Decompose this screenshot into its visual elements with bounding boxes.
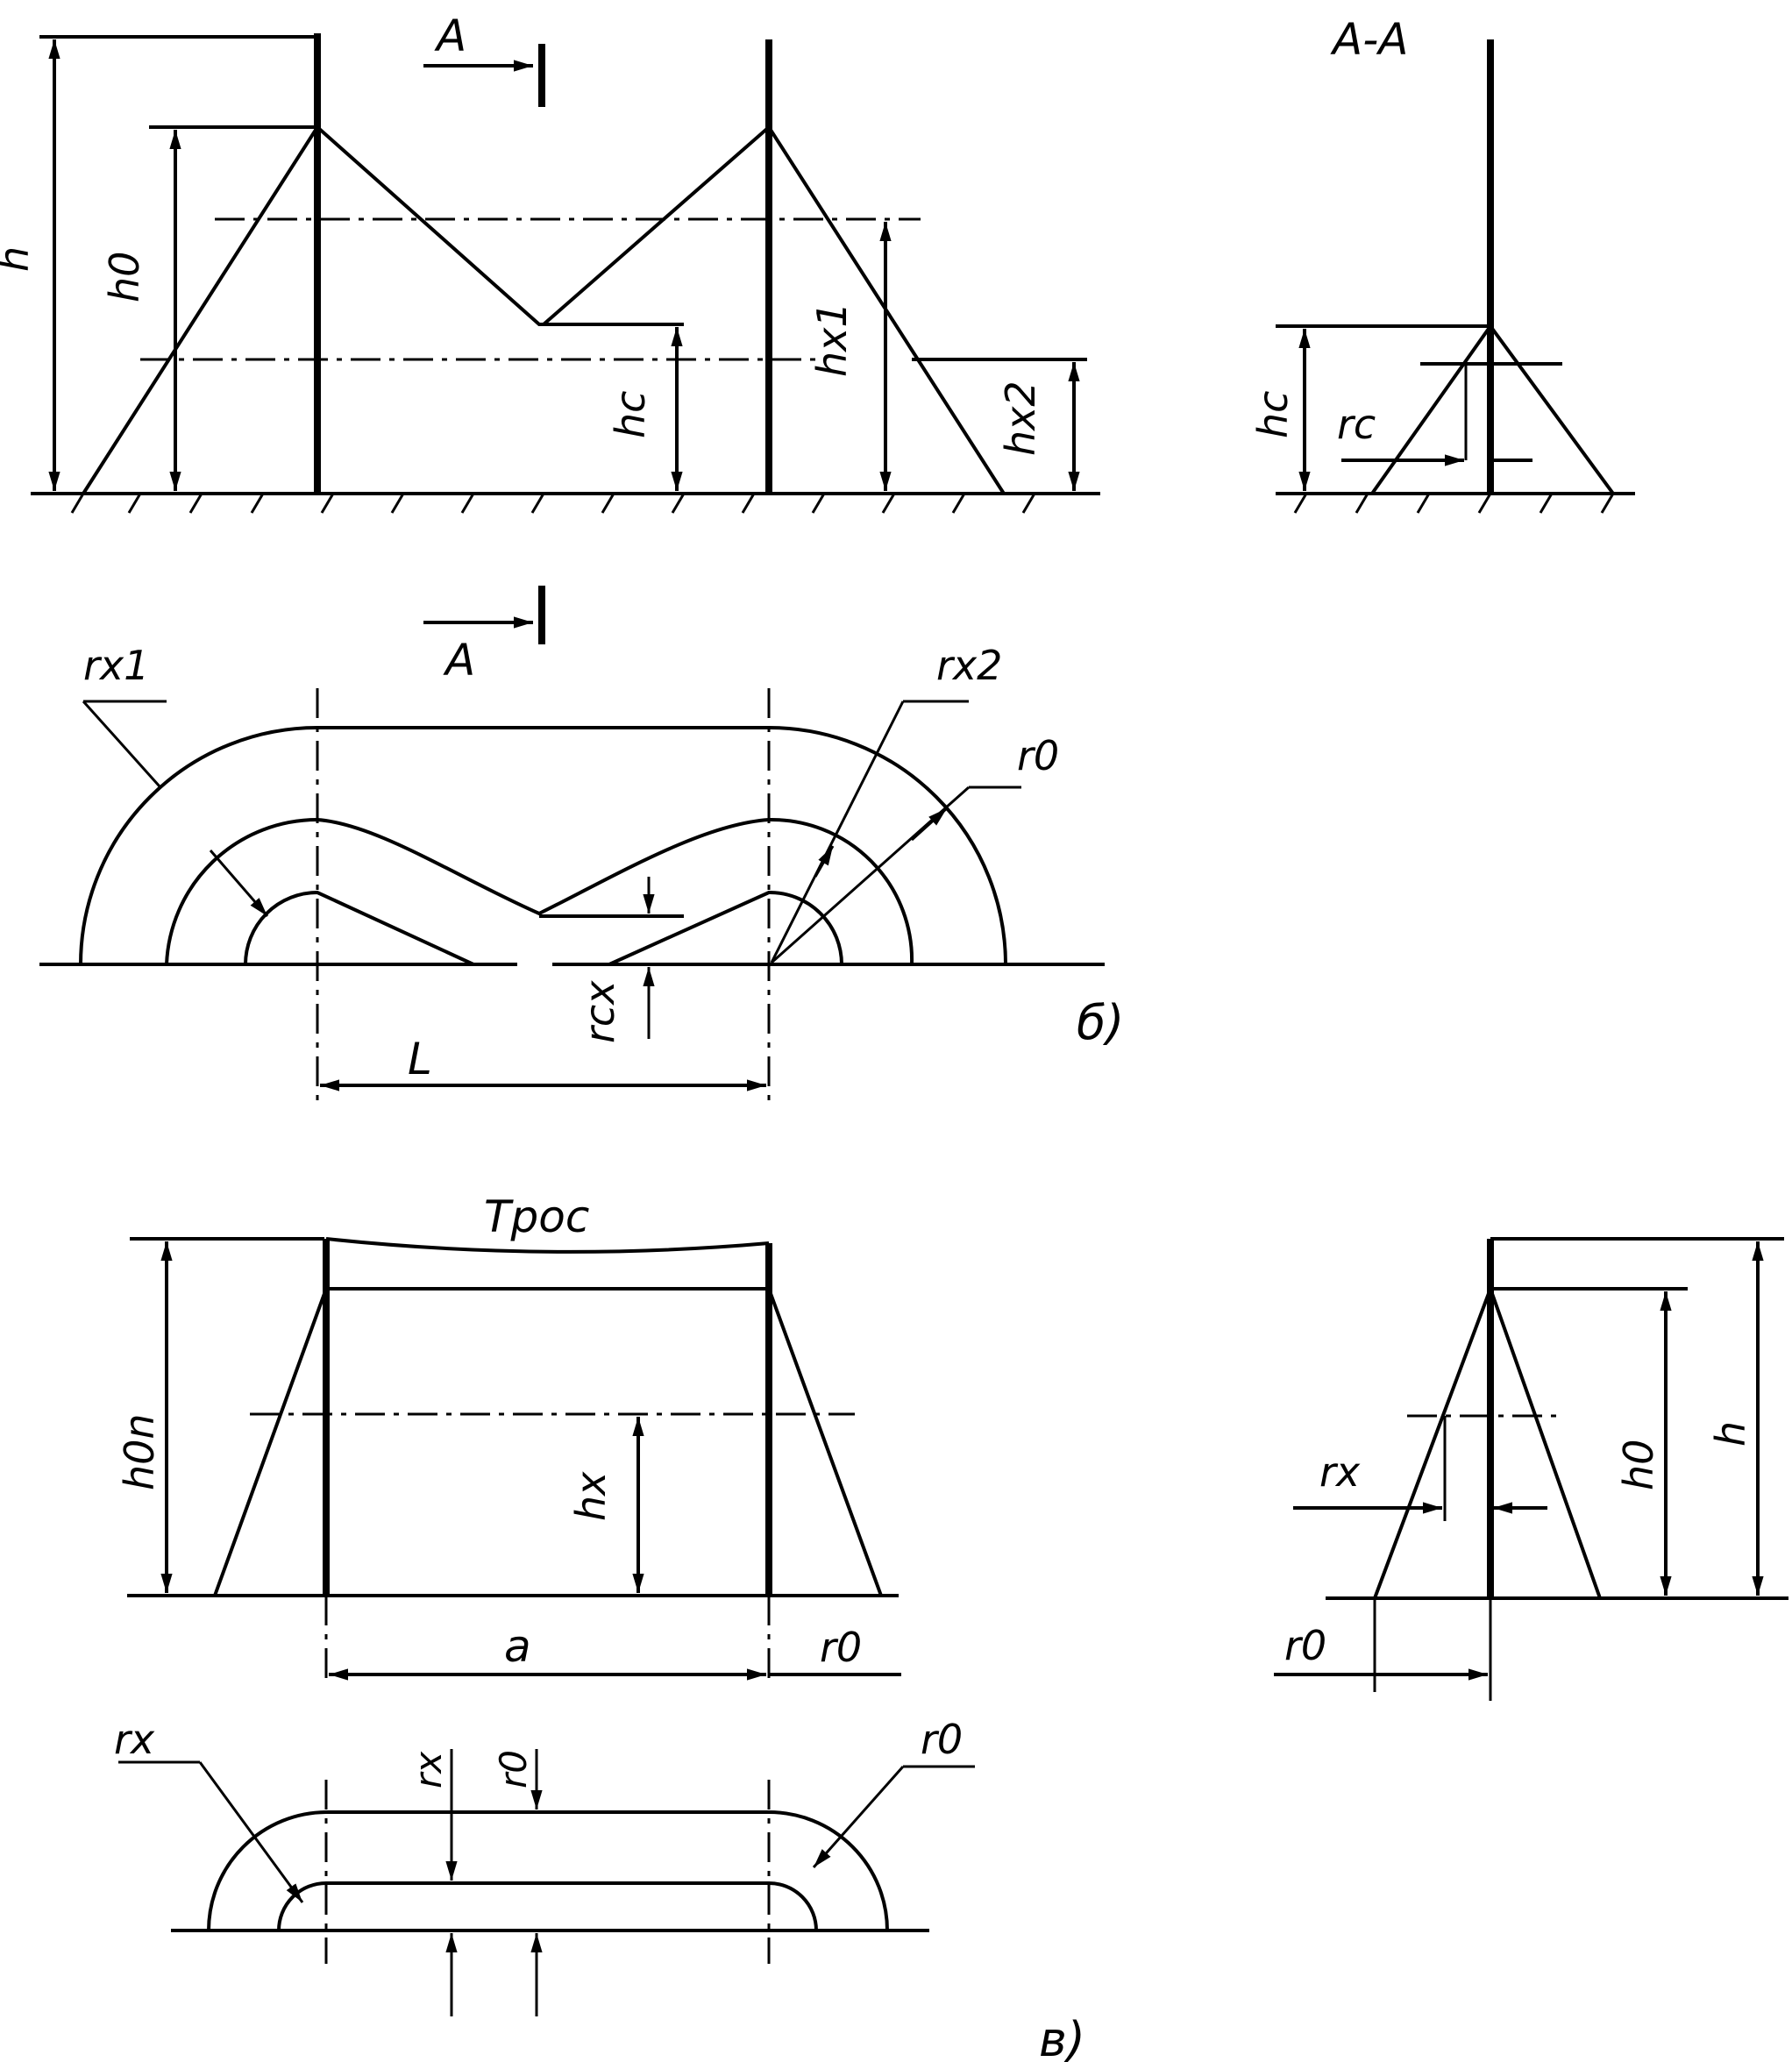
label-rx-vertical: rx (407, 1751, 450, 1788)
label-h-side: h (1707, 1421, 1754, 1447)
section-ground-hatching (1293, 493, 1615, 514)
label-rx-plan: rx (114, 1716, 155, 1763)
label-hc: hc (607, 391, 654, 438)
label-rx-side: rx (1319, 1448, 1361, 1496)
label-r0-cable: r0 (820, 1624, 862, 1671)
cable-sag (325, 1237, 770, 1254)
elevation-two-masts: h h0 hc hx1 hx2 A (0, 11, 1100, 514)
section-a-a: A-A hc rc (1249, 14, 1635, 514)
section-zone (1370, 323, 1615, 495)
label-a: a (504, 1621, 531, 1672)
label-r0-plan-right: r0 (921, 1716, 963, 1763)
figure-label-b: б) (1077, 995, 1124, 1050)
zone-outline-right (542, 124, 1006, 495)
cable-side-view: rx h0 h r0 (1274, 1237, 1788, 1701)
ground-hatching (70, 493, 1036, 514)
label-h0: h0 (101, 252, 148, 302)
elevation-cable: Трос h0n hx a r0 (116, 1191, 901, 1683)
label-rx2: rx2 (936, 642, 1002, 689)
zone-outline-middle (165, 817, 914, 965)
label-h0n: h0n (116, 1413, 163, 1490)
label-hx2: hx2 (997, 380, 1044, 456)
cable-plan-outer (207, 1810, 889, 1931)
cable-zone-left (213, 1288, 328, 1596)
label-r0-side: r0 (1284, 1622, 1326, 1669)
label-cable: Трос (484, 1191, 589, 1242)
label-L: L (408, 1034, 432, 1084)
label-h0-side: h0 (1615, 1440, 1662, 1490)
plan-two-masts: A rx1 rx2 r0 rc (39, 586, 1124, 1100)
label-hx1: hx1 (808, 302, 856, 377)
label-r0-vertical: r0 (492, 1750, 535, 1788)
label-r0: r0 (1017, 732, 1059, 779)
label-hc-section: hc (1249, 391, 1297, 438)
cable-zone-right (767, 1288, 883, 1596)
section-marker-a-top: A (434, 11, 466, 61)
figure-label-v: в) (1039, 2012, 1085, 2062)
label-rx1: rx1 (83, 642, 149, 689)
label-rc: rc (1337, 401, 1376, 448)
section-title: A-A (1330, 14, 1408, 65)
section-marker-a-bottom: A (443, 635, 475, 686)
label-rcx: rcx (576, 980, 623, 1043)
zone-inner-right (608, 890, 843, 966)
cable-plan-inner (277, 1881, 818, 1931)
cable-plan: rx r0 rx r0 в) (114, 1716, 1085, 2062)
label-hx: hx (567, 1471, 615, 1521)
zone-outline-outer (79, 726, 1007, 965)
side-zone (1373, 1283, 1602, 1599)
zone-outline-left (82, 124, 684, 495)
zone-inner-left (244, 890, 474, 966)
label-h: h (0, 246, 38, 272)
